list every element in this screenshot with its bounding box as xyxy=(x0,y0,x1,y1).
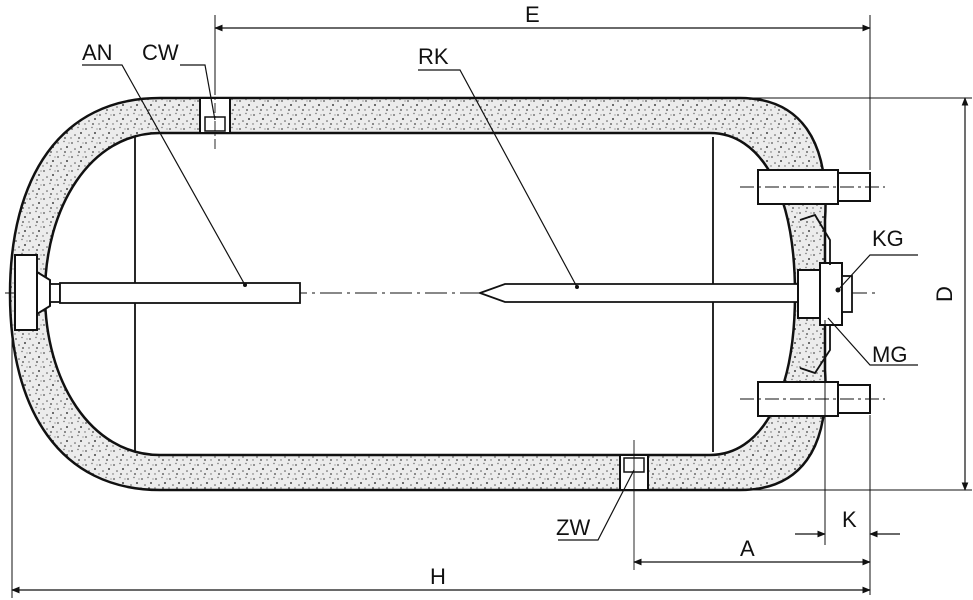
label-dim-e: E xyxy=(525,2,540,27)
label-rk: RK xyxy=(418,44,449,69)
cw-fitting xyxy=(199,85,231,150)
label-zw: ZW xyxy=(556,515,590,540)
right-flange xyxy=(797,213,853,375)
label-dim-h: H xyxy=(430,564,446,589)
label-dim-d: D xyxy=(932,286,957,302)
dimension-h xyxy=(11,330,871,598)
label-dim-k: K xyxy=(842,507,857,532)
label-cw: CW xyxy=(142,40,179,65)
dimension-d xyxy=(740,97,972,491)
upper-pipe xyxy=(740,169,885,205)
leader-lines xyxy=(82,64,918,541)
anode-rod xyxy=(59,282,301,304)
label-dim-a: A xyxy=(740,536,755,561)
label-mg: MG xyxy=(872,342,907,367)
insulation-shell xyxy=(8,96,827,492)
dimension-e xyxy=(214,15,871,170)
lower-pipe xyxy=(740,381,885,417)
zw-fitting xyxy=(619,440,649,570)
left-flange xyxy=(14,254,61,331)
sensor-tube xyxy=(477,283,801,303)
label-an: AN xyxy=(82,40,113,65)
label-kg: KG xyxy=(872,226,904,251)
